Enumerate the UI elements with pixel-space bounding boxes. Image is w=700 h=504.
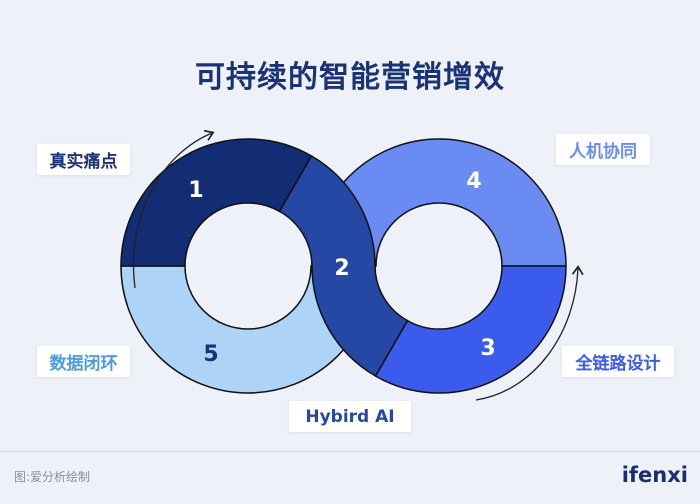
label-data-closed-loop: 数据闭环	[37, 346, 130, 377]
flow-arrow-left	[132, 129, 215, 289]
label-text: 真实痛点	[49, 152, 118, 172]
footer-divider	[0, 451, 700, 452]
segment-3-number: 3	[480, 336, 495, 361]
page-title: 可持续的智能营销增效	[195, 60, 505, 95]
label-text: Hybird AI	[305, 406, 395, 427]
ifenxi-logo: ifenxi	[621, 463, 688, 487]
label-text: 全链路设计	[575, 354, 661, 374]
segment-1-number: 1	[188, 178, 203, 203]
flow-arrow-right	[475, 265, 584, 401]
segment-1	[120, 138, 313, 267]
label-text: 数据闭环	[49, 354, 118, 374]
source-caption: 图:爱分析绘制	[14, 470, 91, 484]
label-real-pain-points: 真实痛点	[37, 144, 130, 175]
segment-2-number: 2	[334, 256, 349, 281]
label-full-chain-design: 全链路设计	[562, 346, 674, 377]
segment-5-number: 5	[203, 342, 218, 367]
segment-4	[311, 138, 567, 267]
segment-2	[278, 154, 409, 378]
label-text: 人机协同	[569, 142, 637, 162]
label-hybird-ai: Hybird AI	[289, 401, 411, 432]
label-human-machine-collab: 人机协同	[556, 134, 650, 165]
segment-4-number: 4	[466, 169, 481, 194]
segment-3	[374, 265, 567, 394]
